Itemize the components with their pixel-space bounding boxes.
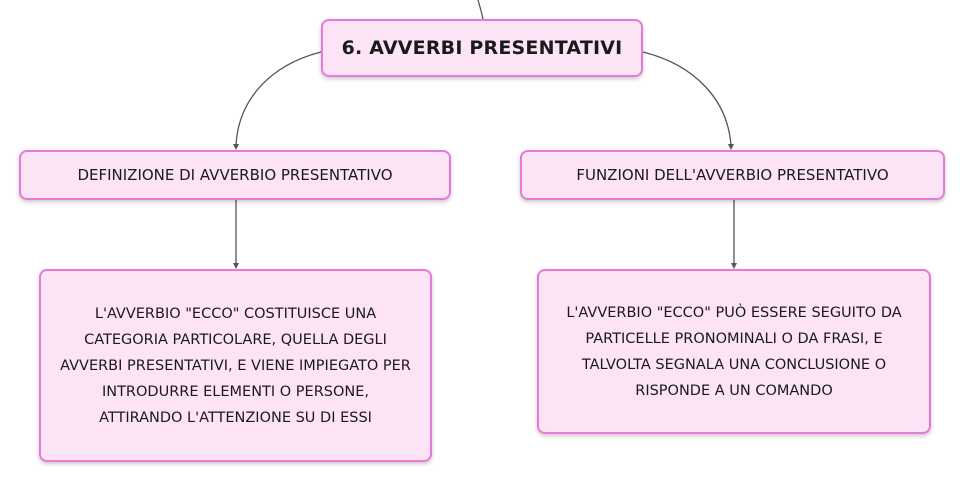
connector-root-to-definizione xyxy=(235,51,322,147)
arrowhead-definizione-detail xyxy=(233,263,239,269)
root-topic-label: 6. AVVERBI PRESENTATIVI xyxy=(341,37,623,59)
connector-parent-to-root xyxy=(477,0,484,20)
branch-node-funzioni[interactable]: FUNZIONI DELL'AVVERBIO PRESENTATIVO xyxy=(520,150,945,200)
detail-node-funzioni[interactable]: L'AVVERBIO "ECCO" PUÒ ESSERE SEGUITO DA … xyxy=(537,269,931,434)
root-topic-node[interactable]: 6. AVVERBI PRESENTATIVI xyxy=(321,19,643,77)
arrowhead-funzioni-detail xyxy=(731,263,737,269)
arrowhead-definizione xyxy=(233,144,239,150)
detail-text-definizione: L'AVVERBIO "ECCO" COSTITUISCE UNA CATEGO… xyxy=(60,305,411,426)
branch-label-funzioni: FUNZIONI DELL'AVVERBIO PRESENTATIVO xyxy=(576,166,889,184)
detail-node-definizione[interactable]: L'AVVERBIO "ECCO" COSTITUISCE UNA CATEGO… xyxy=(39,269,432,462)
arrowhead-funzioni xyxy=(728,144,734,150)
branch-node-definizione[interactable]: DEFINIZIONE DI AVVERBIO PRESENTATIVO xyxy=(19,150,451,200)
detail-text-funzioni: L'AVVERBIO "ECCO" PUÒ ESSERE SEGUITO DA … xyxy=(566,304,902,399)
branch-label-definizione: DEFINIZIONE DI AVVERBIO PRESENTATIVO xyxy=(77,166,393,184)
connector-root-to-funzioni xyxy=(642,51,732,147)
